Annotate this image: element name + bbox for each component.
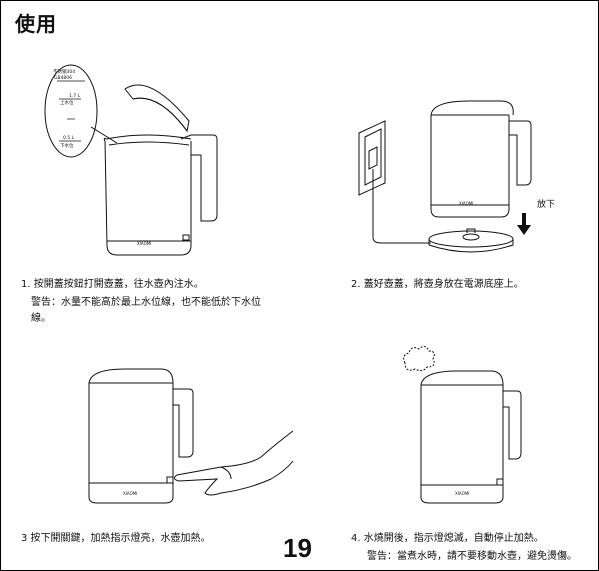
power-switch bbox=[166, 476, 174, 484]
brand-logo: XIAOMI bbox=[123, 491, 137, 496]
power-base bbox=[428, 230, 514, 248]
down-arrow-icon bbox=[517, 213, 531, 235]
wall-socket bbox=[358, 120, 386, 196]
kettle-lid-open bbox=[124, 84, 190, 133]
kettle-handle bbox=[503, 390, 522, 460]
kettle-handle bbox=[191, 134, 218, 222]
scale-max-volume: 1.7 L bbox=[69, 93, 81, 99]
kettle-body bbox=[420, 385, 504, 504]
page-number: 19 bbox=[283, 533, 312, 563]
kettle-lid-closed bbox=[88, 368, 174, 384]
scale-max-label: 上水位 bbox=[60, 99, 74, 106]
kettle-lid-closed bbox=[420, 370, 504, 386]
step4-caption: 4. 水燒開後，指示燈熄滅，自動停止加熱。 bbox=[351, 533, 544, 544]
step1-figure: XIAOMI 不锈钢304 GB4806 1.7 L 上水位 0.5 L 下水位 bbox=[44, 64, 218, 256]
power-switch bbox=[496, 478, 504, 486]
power-cord bbox=[372, 169, 431, 244]
kettle-body bbox=[430, 115, 510, 218]
kettle-handle bbox=[509, 120, 532, 186]
step3-figure: XIAOMI bbox=[88, 368, 294, 504]
step4-figure: XIAOMI bbox=[403, 345, 522, 504]
brand-logo: XIAOMI bbox=[455, 491, 469, 496]
kettle-lid-closed bbox=[430, 100, 514, 116]
step2-caption: 2. 蓋好壺蓋，將壺身放在電源底座上。 bbox=[351, 279, 524, 290]
brand-logo: XIAOMI bbox=[137, 241, 151, 246]
scale-material-1: 不锈钢304 bbox=[53, 68, 75, 75]
scale-material-2: GB4806 bbox=[54, 75, 72, 81]
page-title: 使用 bbox=[15, 12, 57, 36]
hand-pressing bbox=[173, 430, 294, 496]
water-scale-callout bbox=[44, 64, 98, 158]
step3-caption: 3 按下開關鍵，加熱指示燈亮，水壺加熱。 bbox=[21, 533, 211, 544]
step4-warning: 警告：當煮水時，請不要移動水壺，避免燙傷。 bbox=[367, 551, 577, 562]
place-down-label: 放下 bbox=[537, 198, 555, 210]
scale-min-label: 下水位 bbox=[60, 142, 74, 149]
kettle-body bbox=[103, 137, 192, 256]
step1-caption: 1. 按開蓋按鈕打開壺蓋，往水壺內注水。 bbox=[21, 279, 204, 290]
kettle-body bbox=[88, 383, 174, 504]
step2-figure: XIAOMI 放下 bbox=[358, 100, 555, 253]
step1-warning: 警告：水量不能高於最上水位線，也不能低於下水位線。 bbox=[31, 297, 261, 324]
scale-min-volume: 0.5 L bbox=[63, 135, 75, 141]
brand-logo: XIAOMI bbox=[459, 201, 473, 206]
kettle-handle bbox=[173, 388, 194, 458]
steam-icon bbox=[403, 345, 435, 372]
